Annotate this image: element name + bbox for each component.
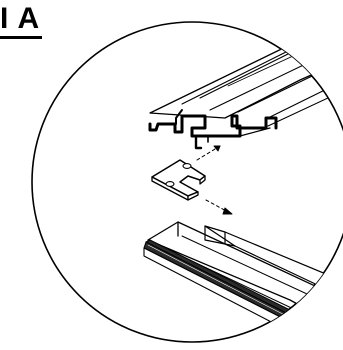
lower-rail xyxy=(143,221,343,341)
screw-hole-icon xyxy=(165,181,175,187)
assembly-arrows xyxy=(196,145,233,215)
arrow-down-icon xyxy=(222,207,233,215)
detail-circle xyxy=(31,21,343,343)
detail-label: I A xyxy=(0,4,43,39)
screw-hole-icon xyxy=(182,163,192,169)
arrow-up-icon xyxy=(213,145,221,152)
corner-connector-plate xyxy=(151,159,206,201)
